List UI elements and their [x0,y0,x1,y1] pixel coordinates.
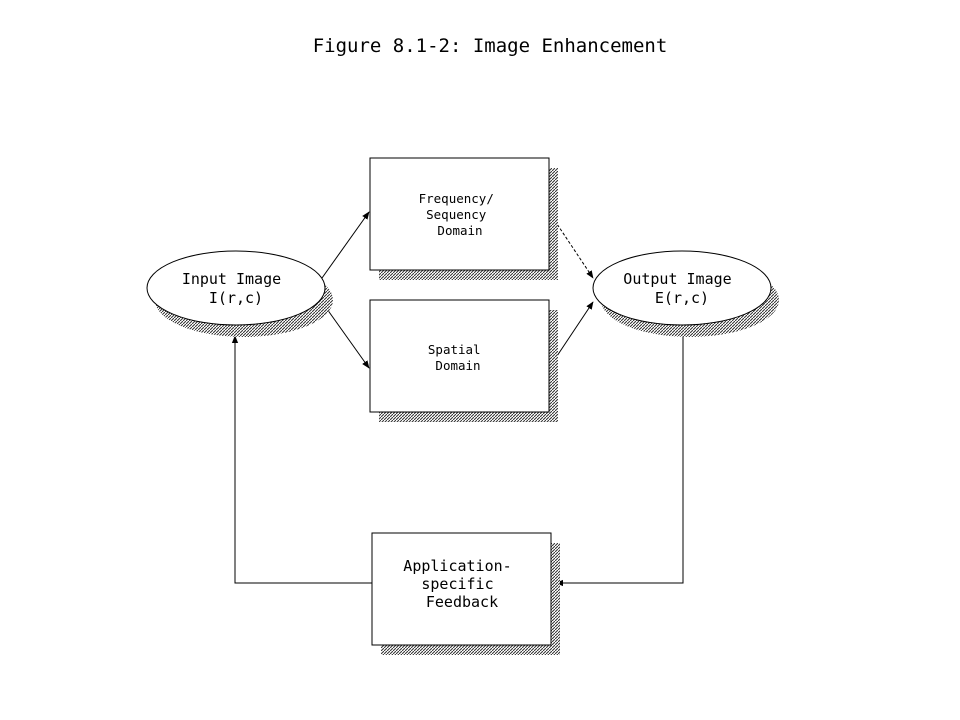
svg-text:Input Image I(r,c): Input Image I(r,c) [182,270,290,307]
svg-text:Output Image E(r,c): Output Image E(r,c) [623,270,740,307]
node-feedback-line-1: Application- [403,557,511,575]
svg-text:Spatial Domain: Spatial Domain [428,342,488,373]
node-feedback-shape [371,532,552,646]
node-input-shape [146,250,326,326]
node-output-image: Output Image E(r,c) [592,250,779,337]
node-frequency-shape [369,157,550,271]
node-frequency-line-2: Sequency [426,207,487,222]
node-feedback-line-2: specific [421,575,493,593]
connectors [231,211,684,587]
edge-output-to-feedback [555,330,684,587]
node-input-image: Input Image I(r,c) [146,250,333,337]
node-output-line-2: E(r,c) [655,289,709,307]
edge-input-to-frequency [321,211,370,279]
node-feedback: Application- specific Feedback [371,532,560,655]
node-spatial-shape [369,299,550,413]
node-input-line-2: I(r,c) [209,289,263,307]
node-spatial-line-1: Spatial [428,342,481,357]
node-output-shape [592,250,772,326]
edge-feedback-to-input [231,335,372,584]
node-spatial-domain: Spatial Domain [369,299,558,422]
node-frequency-line-1: Frequency/ [419,191,494,206]
node-frequency-line-3: Domain [437,223,482,238]
node-spatial-line-2: Domain [435,358,480,373]
svg-text:Frequency/ Sequency: Frequency/ Sequency Domain [419,191,502,238]
node-feedback-line-3: Feedback [426,593,498,611]
node-input-line-1: Input Image [182,270,281,288]
figure-title: Figure 8.1-2: Image Enhancement [313,35,668,57]
edge-input-to-spatial [321,301,370,369]
svg-text:Application- specific: Application- specific Feedback [403,557,520,611]
node-output-line-1: Output Image [623,270,731,288]
node-frequency-domain: Frequency/ Sequency Domain [369,157,558,280]
edge-frequency-to-output [548,211,594,279]
